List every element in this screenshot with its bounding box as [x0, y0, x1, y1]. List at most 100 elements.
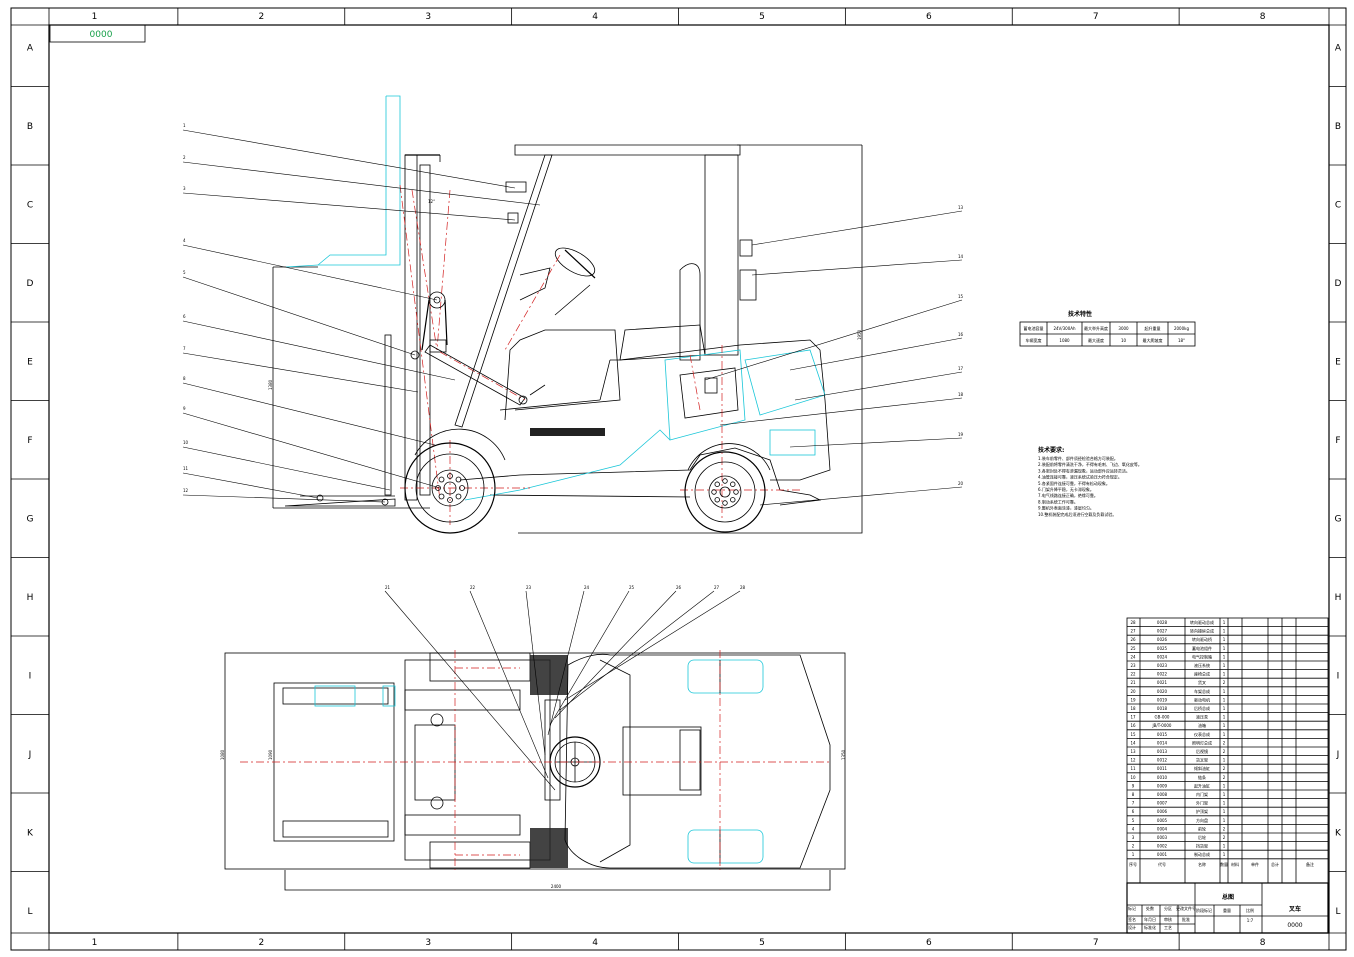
- scale: 1:7: [1247, 918, 1254, 923]
- svg-text:9: 9: [1132, 783, 1135, 788]
- svg-text:6: 6: [1132, 809, 1135, 814]
- row-label-right-J: J: [1336, 750, 1340, 760]
- svg-text:10: 10: [1130, 775, 1136, 780]
- spec-cell: 18°: [1178, 338, 1185, 343]
- title-block-label: 更改文件号: [1176, 905, 1196, 911]
- svg-text:1: 1: [1223, 689, 1226, 694]
- requirement-line: 7.电气线路连接正确，绝缘可靠。: [1038, 492, 1098, 498]
- row-label-right-K: K: [1335, 828, 1342, 838]
- row-label-right-A: A: [1335, 43, 1342, 53]
- requirement-line: 5.各紧固件连接可靠，不得有松动现象。: [1038, 480, 1110, 486]
- leader-6: 6: [183, 314, 186, 319]
- row-label-J: J: [28, 750, 32, 760]
- svg-text:23: 23: [1130, 663, 1136, 668]
- row-label-right-B: B: [1335, 122, 1341, 132]
- svg-text:2: 2: [1223, 835, 1226, 840]
- leader-9: 9: [183, 406, 186, 411]
- svg-text:0007: 0007: [1157, 801, 1168, 806]
- svg-text:27: 27: [1130, 629, 1136, 634]
- requirement-line: 2.装配前将零件清洗干净，不得有毛刺、飞边、氧化皮等。: [1038, 461, 1142, 467]
- row-label-L: L: [27, 907, 32, 917]
- svg-text:0005: 0005: [1157, 818, 1168, 823]
- row-label-right-E: E: [1335, 357, 1341, 367]
- svg-text:11: 11: [1130, 766, 1136, 771]
- svg-text:前轮: 前轮: [1198, 825, 1206, 831]
- col-label-5: 5: [759, 12, 765, 22]
- svg-text:转向驱动桥: 转向驱动桥: [1192, 636, 1212, 642]
- leader-14: 14: [958, 254, 964, 259]
- svg-text:0027: 0027: [1157, 629, 1168, 634]
- svg-text:0015: 0015: [1157, 732, 1168, 737]
- col-label-4: 4: [592, 12, 598, 22]
- svg-text:2: 2: [1223, 775, 1226, 780]
- svg-text:倾斜油缸: 倾斜油缸: [1194, 765, 1210, 771]
- svg-text:1: 1: [1223, 809, 1226, 814]
- svg-text:起升油缸: 起升油缸: [1194, 782, 1210, 788]
- parts-header-cell: 代号: [1158, 861, 1166, 867]
- leader-16: 16: [958, 332, 964, 337]
- svg-text:后桥总成: 后桥总成: [1194, 705, 1210, 711]
- leader-17: 17: [958, 366, 964, 371]
- spec-cell: 最大速度: [1088, 337, 1104, 343]
- svg-text:1: 1: [1132, 852, 1135, 857]
- col-label-2: 2: [258, 12, 264, 22]
- svg-text:驱动电机: 驱动电机: [1194, 696, 1210, 702]
- requirement-line: 10.整机装配完成后须进行空载及负载试验。: [1038, 511, 1116, 517]
- title-block-label: 年月日: [1144, 916, 1156, 922]
- product-name: 叉车: [1288, 905, 1301, 913]
- svg-text:0012: 0012: [1157, 758, 1168, 763]
- title-block-label: 设计: [1128, 924, 1136, 930]
- svg-text:1: 1: [1223, 706, 1226, 711]
- svg-text:蓄电池组件: 蓄电池组件: [1192, 645, 1212, 651]
- svg-text:1: 1: [1223, 697, 1226, 702]
- svg-text:后轮: 后轮: [1198, 834, 1206, 840]
- svg-text:0024: 0024: [1157, 654, 1168, 659]
- row-label-I: I: [29, 671, 32, 681]
- svg-text:7: 7: [1132, 801, 1135, 806]
- svg-text:24: 24: [1130, 654, 1136, 659]
- dim-height: 1950: [857, 329, 862, 340]
- parts-header-cell: 名称: [1198, 861, 1206, 867]
- svg-text:内门架: 内门架: [1196, 791, 1208, 797]
- spec-cell: 3000: [1118, 326, 1129, 331]
- requirement-line: 8.制动系统工作可靠。: [1038, 498, 1078, 504]
- svg-text:液压泵: 液压泵: [1196, 714, 1208, 720]
- requirement-line: 3.各密封处不得有渗漏现象，运动部件应运转灵活。: [1038, 467, 1130, 473]
- title-block-label: 重量: [1223, 907, 1231, 913]
- svg-text:0001: 0001: [1157, 852, 1168, 857]
- leader-26: 26: [676, 585, 682, 590]
- svg-text:转向操纵总成: 转向操纵总成: [1190, 628, 1214, 634]
- svg-text:1: 1: [1223, 783, 1226, 788]
- svg-text:2: 2: [1223, 749, 1226, 754]
- col-label-7: 7: [1093, 12, 1099, 22]
- row-label-C: C: [27, 200, 33, 210]
- svg-text:0004: 0004: [1157, 826, 1168, 831]
- svg-text:3: 3: [1132, 835, 1135, 840]
- row-label-E: E: [27, 357, 33, 367]
- svg-text:1: 1: [1223, 620, 1226, 625]
- parts-header-cell: 备注: [1306, 861, 1314, 867]
- spec-cell: 最大举升高度: [1084, 325, 1108, 331]
- drawing-name: 总图: [1222, 893, 1234, 901]
- top-view-envelope: [224, 652, 846, 870]
- leader-24: 24: [584, 585, 590, 590]
- col-label-bottom-8: 8: [1260, 938, 1266, 948]
- row-label-right-G: G: [1335, 514, 1342, 524]
- side-view: 1950 1380 12°: [268, 95, 863, 534]
- svg-text:0019: 0019: [1157, 697, 1168, 702]
